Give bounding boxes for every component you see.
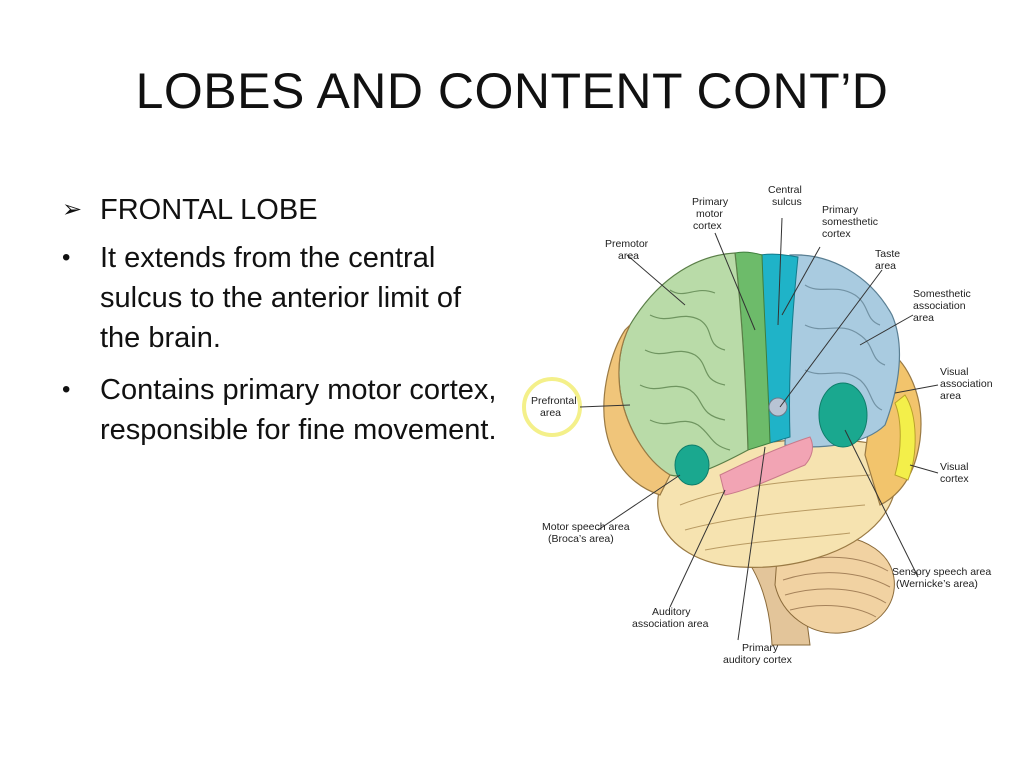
label-primary-auditory-cortex: Primary auditory cortex [723, 642, 793, 666]
round-bullet-icon: • [62, 244, 71, 271]
label-visual-association-area: Visual association area [940, 366, 995, 402]
label-primary-somesthetic-cortex: Primary somesthetic cortex [822, 204, 881, 240]
label-primary-motor-cortex: Primary motor cortex [692, 196, 731, 232]
leader-lines [579, 217, 939, 641]
arrowhead-bullet-icon: ➢ [62, 196, 83, 223]
bullet-text: It extends from the central sulcus to th… [100, 242, 462, 354]
brocas-area [674, 444, 710, 486]
bullet-item: • It extends from the central sulcus to … [62, 238, 502, 358]
label-auditory-association-area: Auditory association area [632, 606, 709, 630]
bullet-text: Contains primary motor cortex, responsib… [100, 374, 497, 446]
wernickes-area [818, 382, 868, 448]
label-somesthetic-association-area: Somesthetic association area [913, 288, 974, 324]
section-heading: ➢ FRONTAL LOBE [62, 190, 502, 230]
visual-cortex [894, 394, 916, 481]
frontal-gyri [639, 289, 731, 451]
slide-body: ➢ FRONTAL LOBE • It extends from the cen… [62, 190, 502, 462]
label-prefrontal-area: Prefrontal area [531, 395, 579, 419]
round-bullet-icon: • [62, 376, 71, 403]
label-motor-speech-area: Motor speech area (Broca’s area) [542, 521, 632, 545]
temporal-folds [679, 474, 871, 551]
label-premotor-area: Premotor area [605, 238, 651, 262]
brain-diagram: Primary motor cortex Central sulcus Prim… [522, 184, 995, 666]
parietal-lobe [784, 254, 901, 448]
slide-title: LOBES AND CONTENT CONT’D [135, 63, 889, 119]
label-visual-cortex: Visual cortex [940, 461, 971, 485]
parietal-gyri [804, 284, 886, 411]
label-central-sulcus: Central sulcus [768, 184, 805, 208]
primary-auditory-cortex [719, 436, 813, 496]
heading-text: FRONTAL LOBE [100, 194, 318, 226]
label-taste-area: Taste area [875, 248, 903, 272]
label-sensory-speech-area: Sensory speech area (Wernicke’s area) [892, 566, 994, 590]
bullet-item: • Contains primary motor cortex, respons… [62, 370, 502, 450]
taste-area [768, 397, 788, 417]
